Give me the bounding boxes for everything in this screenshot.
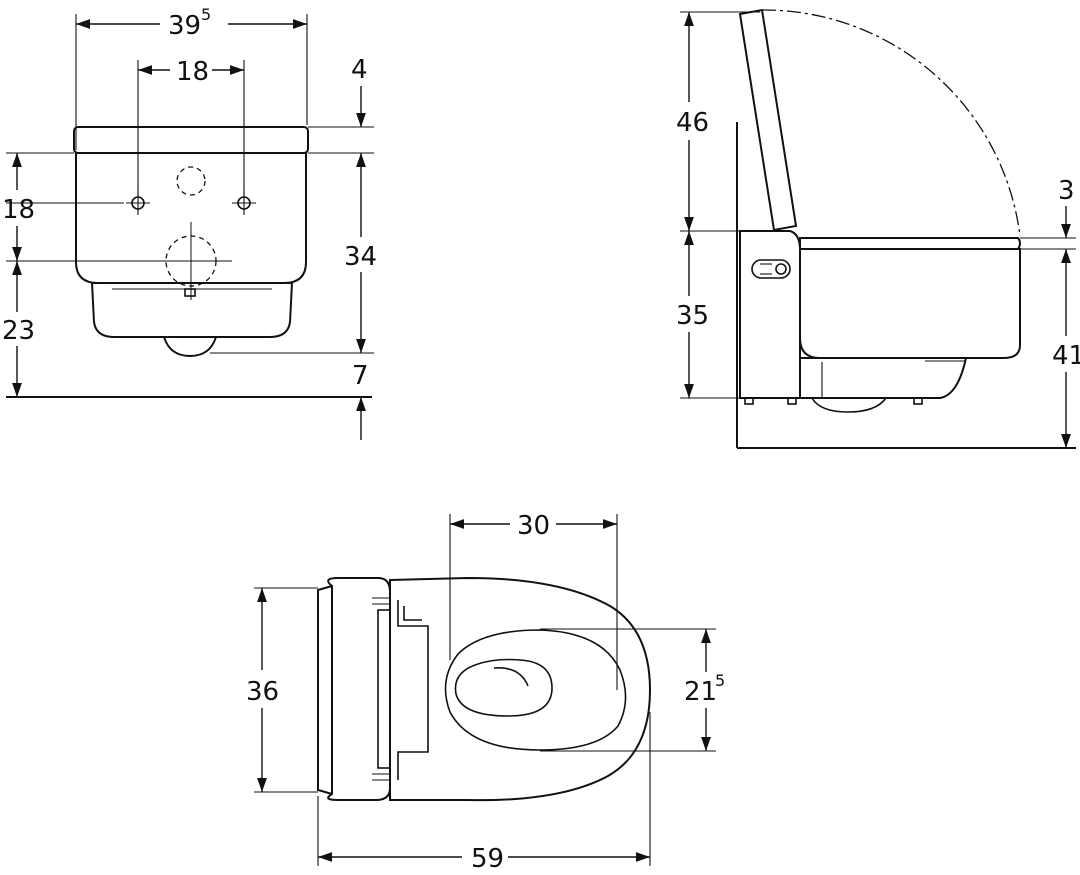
dim-height-fixings: 18 [2,195,35,225]
top-hinge-block [327,577,391,801]
top-bowl-rim [444,629,627,751]
dim-opening-width: 21 [684,677,717,707]
dim-seat-height: 41 [1052,341,1080,371]
side-lid-swing-arc [761,9,1021,237]
dim-bowl-opening-length: 30 [517,511,550,541]
side-under-housing [799,357,968,399]
dim-front-width-sup: 5 [201,5,211,24]
side-bowl [799,248,1021,359]
dim-opening-width-sup: 5 [715,671,725,690]
side-seat [799,237,1021,250]
dim-lid-height: 46 [676,108,709,138]
dim-lid-thickness: 4 [351,55,368,85]
dim-height-body: 34 [344,242,377,272]
front-drain-pipe [162,336,218,358]
side-mounting-plate [739,230,801,399]
top-bowl-opening [454,658,553,717]
dim-floor-clearance: 7 [352,361,369,391]
dim-fixing-height: 35 [676,301,709,331]
front-lid [73,126,309,154]
dim-seat-thickness: 3 [1058,176,1075,206]
dim-height-drain: 23 [2,316,35,346]
top-seat-outline [389,576,652,802]
dim-top-width: 36 [246,677,279,707]
top-back-plate [317,584,333,796]
side-view: 46 35 3 41 [676,8,1080,449]
front-upper-hole [176,166,206,196]
dim-fixing-distance: 18 [176,57,209,87]
dim-front-width: 39 [168,11,201,41]
front-lower-housing [90,282,294,338]
dim-top-depth: 59 [471,844,504,874]
side-open-lid [738,8,798,232]
front-view: 39 5 18 4 18 23 34 7 [2,5,377,440]
top-view: 30 36 21 5 59 [246,511,725,874]
